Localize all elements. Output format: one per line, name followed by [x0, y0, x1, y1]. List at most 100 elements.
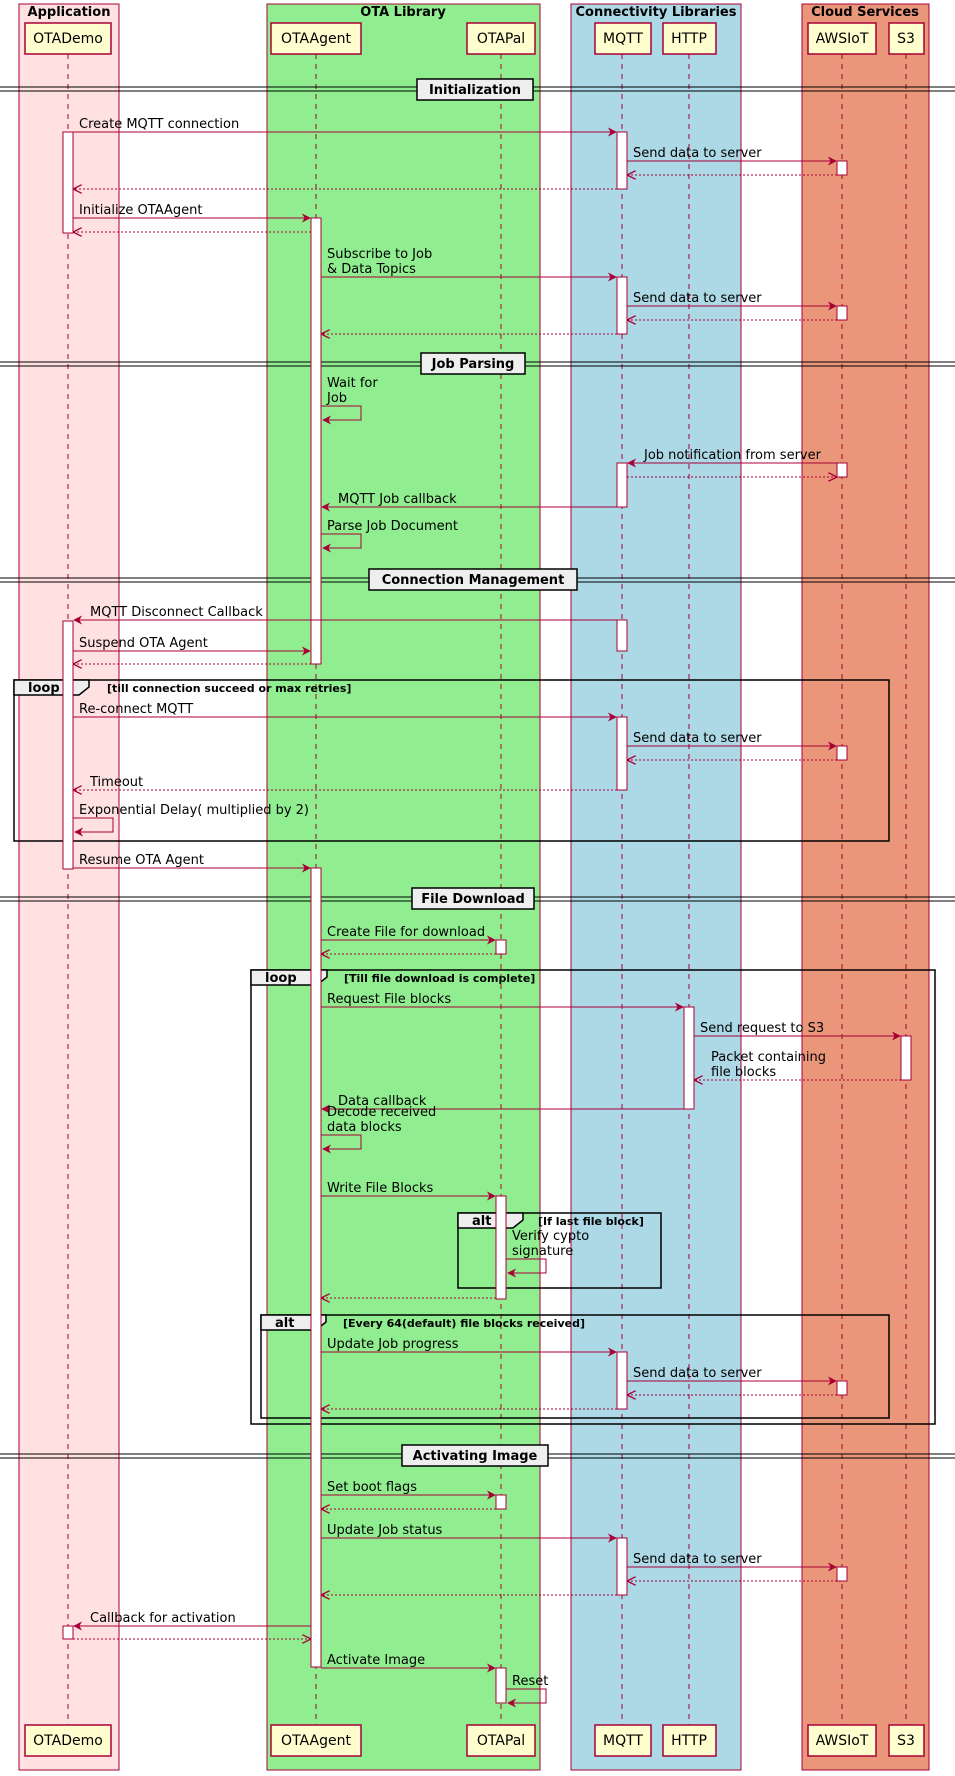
activation-otapal [495, 939, 507, 955]
message-label: Request File blocks [327, 992, 451, 1007]
divider-connection-management: Connection Management [0, 568, 955, 591]
activation-otademo [62, 131, 74, 234]
activation-mqtt [616, 131, 628, 190]
fragment-operator: loop [28, 681, 60, 696]
message-25: Create File for download [321, 925, 496, 945]
participant-otapal: OTAPal [466, 22, 536, 55]
fragment-operator: alt [472, 1214, 491, 1229]
divider-label: Initialization [429, 83, 521, 98]
message-27: Request File blocks [321, 992, 684, 1012]
participant-awsiot-bottom: AWSIoT [807, 1724, 877, 1757]
message-label: Initialize OTAAgent [79, 203, 202, 218]
message-36: Send data to server [627, 1366, 837, 1386]
message-label: Decode received [327, 1105, 436, 1120]
self-arrow [321, 1134, 362, 1154]
participant-s3: S3 [888, 22, 925, 55]
message-label: Update Job progress [327, 1337, 459, 1352]
message-5: Initialize OTAAgent [73, 203, 311, 223]
message-label: Wait for [327, 376, 378, 391]
activation-mqtt [616, 716, 628, 791]
fragment-operator: alt [275, 1316, 294, 1331]
message-label: Activate Image [327, 1653, 425, 1668]
divider-label: Job Parsing [431, 357, 515, 372]
group-cloud-title: Cloud Services [811, 5, 919, 20]
message-label: Re-connect MQTT [79, 702, 193, 717]
message-label: Send data to server [633, 1552, 762, 1567]
message-label: Job notification from server [643, 448, 822, 463]
message-45: Callback for activation [73, 1611, 311, 1631]
divider-job-parsing: Job Parsing [0, 352, 955, 375]
participant-otademo: OTADemo [24, 22, 112, 55]
fragment-guard: [If last file block] [538, 1215, 644, 1228]
message-label: Packet containing [711, 1050, 826, 1065]
message-48: Reset [506, 1674, 548, 1708]
activation-awsiot [836, 160, 848, 176]
message-label: Exponential Delay( multiplied by 2) [79, 803, 309, 818]
self-arrow [321, 533, 362, 553]
participants-top: OTADemo OTAAgent OTAPal MQTT HTTP AWSIoT… [24, 22, 925, 55]
activation-awsiot [836, 462, 848, 478]
self-arrow [73, 817, 114, 837]
participant-label: S3 [897, 31, 915, 47]
message-label: Verify cypto [512, 1229, 589, 1244]
group-application-box [18, 3, 120, 1771]
activations [62, 131, 912, 1704]
message-label: signature [512, 1244, 573, 1259]
participant-label: OTAPal [477, 31, 525, 47]
activation-otapal [495, 1195, 507, 1300]
message-12: Job notification from server [627, 448, 837, 468]
message-label: file blocks [711, 1065, 776, 1080]
fragment-operator: loop [265, 971, 297, 986]
message-7: Subscribe to Job& Data Topics [321, 247, 617, 282]
message-label: MQTT Disconnect Callback [90, 605, 263, 620]
fragment-guard: [till connection succeed or max retries] [107, 682, 351, 695]
message-23: Exponential Delay( multiplied by 2) [73, 803, 309, 837]
message-label: Send data to server [633, 1366, 762, 1381]
divider-label: Activating Image [413, 1449, 538, 1464]
message-label: Resume OTA Agent [79, 853, 204, 868]
activation-mqtt [616, 1537, 628, 1596]
dividers: Initialization Job Parsing Connection Ma… [0, 78, 955, 1467]
participant-otaagent: OTAAgent [270, 22, 362, 55]
message-label: data blocks [327, 1120, 402, 1135]
activation-http [683, 1006, 695, 1110]
message-label: & Data Topics [327, 262, 416, 277]
message-label: Update Job status [327, 1523, 443, 1538]
message-20: Send data to server [627, 731, 837, 751]
group-cloud-box [801, 3, 930, 1771]
participant-awsiot: AWSIoT [807, 22, 877, 55]
message-2: Send data to server [627, 146, 837, 166]
activation-otapal [495, 1667, 507, 1704]
participant-s3-bottom: S3 [888, 1724, 925, 1757]
message-19: Re-connect MQTT [73, 702, 617, 722]
message-label: Job [326, 391, 347, 406]
message-32: Write File Blocks [321, 1181, 496, 1201]
participant-label: OTADemo [33, 1733, 103, 1749]
participant-otaagent-bottom: OTAAgent [270, 1724, 362, 1757]
message-8: Send data to server [627, 291, 837, 311]
self-arrow [506, 1258, 547, 1278]
activation-mqtt [616, 619, 628, 652]
message-41: Update Job status [321, 1523, 617, 1543]
divider-initialization: Initialization [0, 78, 955, 101]
message-label: Send data to server [633, 731, 762, 746]
divider-file-download: File Download [0, 887, 955, 910]
message-label: Data callback [338, 1094, 427, 1109]
message-label: Create File for download [327, 925, 485, 940]
message-30: Data callback [321, 1094, 684, 1114]
group-connectivity-box [570, 3, 742, 1771]
participant-label: AWSIoT [816, 31, 869, 47]
participant-http: HTTP [662, 22, 717, 55]
participants-bottom: OTADemo OTAAgent OTAPal MQTT HTTP AWSIoT… [24, 1724, 925, 1757]
participant-label: S3 [897, 1733, 915, 1749]
fragment-alt-last-block: alt [If last file block] [457, 1212, 662, 1289]
group-application-title: Application [28, 5, 111, 20]
activation-otaagent [310, 217, 322, 665]
activation-mqtt [616, 462, 628, 508]
group-connectivity-title: Connectivity Libraries [576, 5, 737, 20]
participant-mqtt-bottom: MQTT [594, 1724, 652, 1757]
activation-awsiot [836, 745, 848, 761]
